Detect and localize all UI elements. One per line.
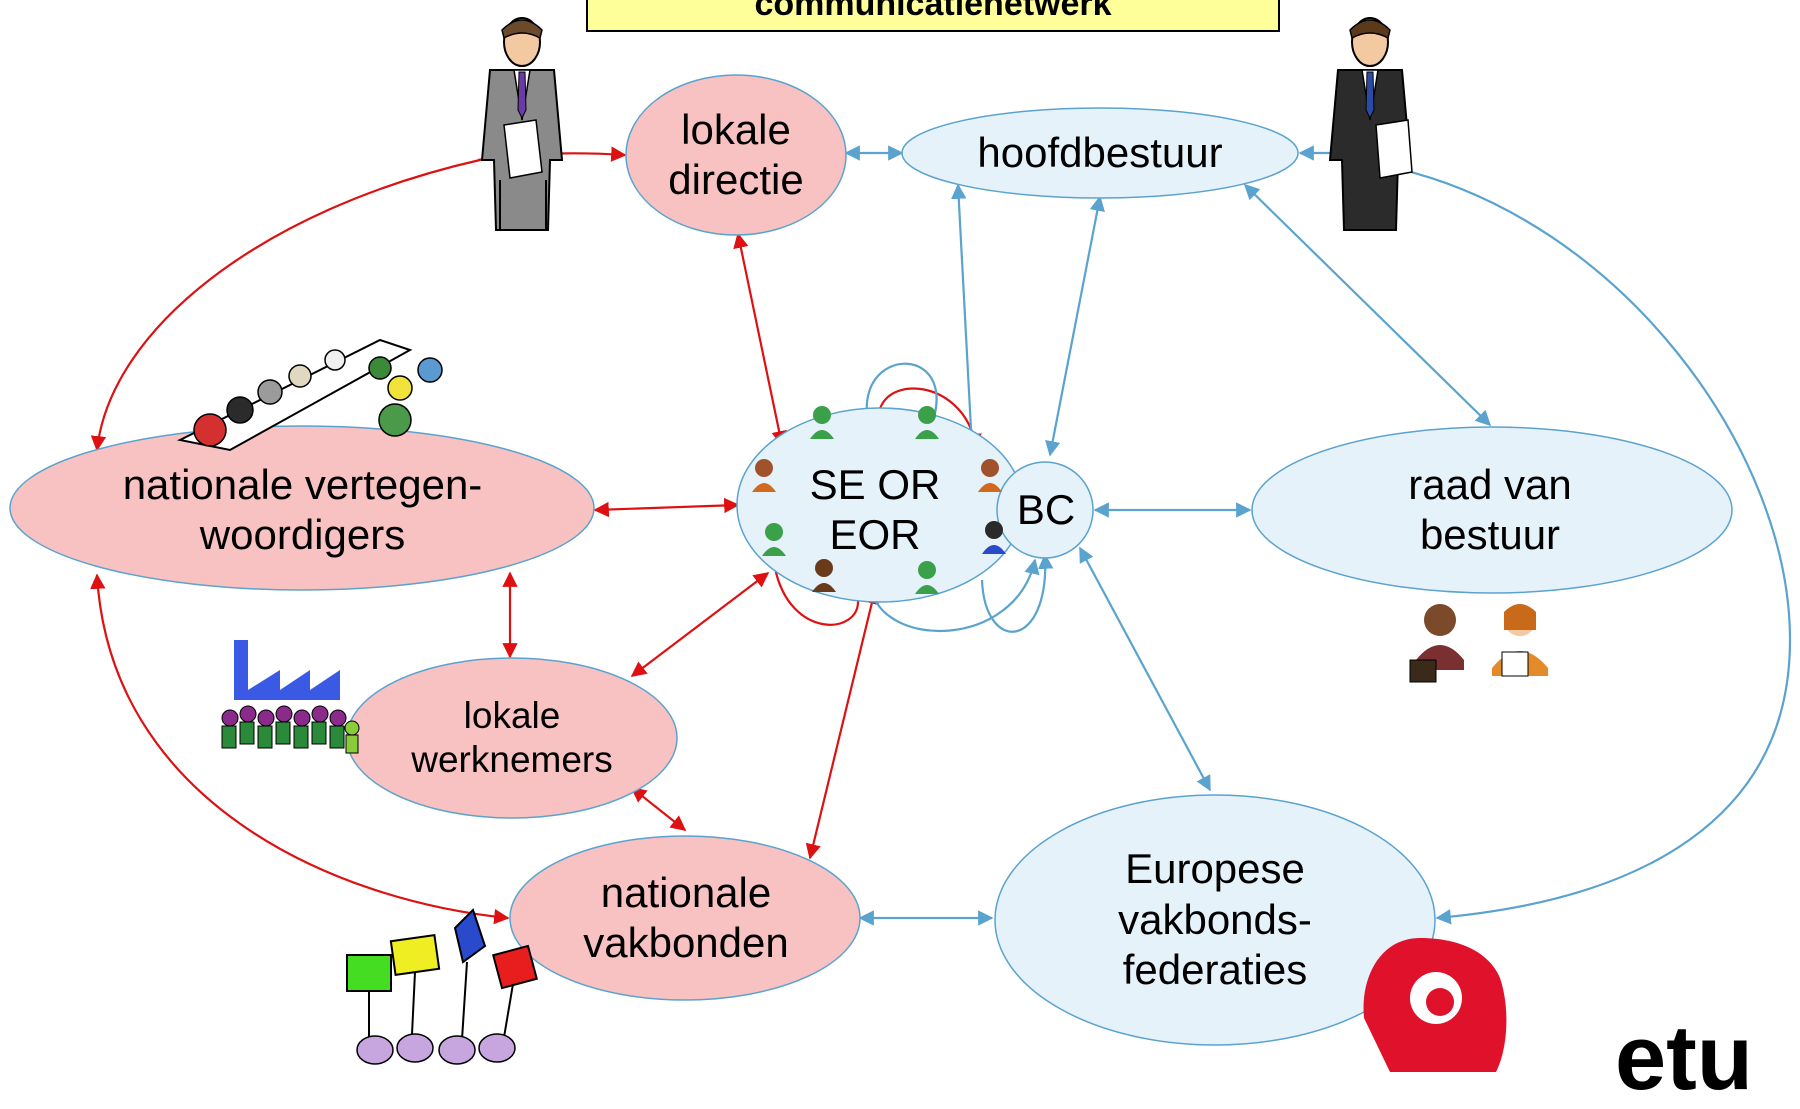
label-line: hoofdbestuur [977,128,1223,176]
arrow-vertegenwoordigers-vakbonden [90,573,510,925]
arrow-werknemers-se [630,572,770,677]
node-lokale-directie [625,74,847,236]
meeting-table-icon [176,338,443,452]
red-connectors [90,146,982,925]
label-nationale-vakbonden: nationale vakbonden [566,858,806,978]
loop-top-blue [865,362,938,441]
blue-connectors [844,145,1792,926]
label-line: EOR [829,511,921,558]
label-line: federaties [1122,946,1308,994]
label-lokale-werknemers: lokale werknemers [392,686,632,790]
diagram-title: communicatienetwerk [586,0,1280,32]
label-bc: BC [1000,480,1092,540]
label-line: nationale vertegen- [122,460,483,508]
node-raad-van-bestuur [1251,426,1733,594]
arrow-bc-europese [1079,546,1211,792]
label-se-or: SE OR EOR [790,450,960,570]
arrow-director-to-europese [1394,166,1792,925]
network-diagram [9,17,1792,1072]
loop-bottom-red [773,567,860,626]
label-line: raad van [1408,460,1572,508]
etuc-logo-text: etu [1615,1007,1753,1109]
arrow-vakbonden-se [805,588,880,860]
etuc-logo-icon [1363,938,1507,1072]
worker-icon [752,406,1006,594]
arrow-directie-se [733,232,787,447]
loop-bottom-blue-2 [980,553,1054,633]
label-lokale-directie: lokale directie [636,95,836,215]
label-line: directie [668,156,804,203]
node-europese-vakbondsfederaties [994,794,1436,1046]
nodes [9,74,1733,1046]
protest-signs-icon [346,908,539,1065]
label-line: lokale [463,694,561,736]
label-europese-vakbondsfederaties: Europese vakbonds- federaties [1075,830,1355,1010]
arrow-hoofdbestuur-raad [1243,183,1492,427]
node-bc [996,461,1094,559]
arrow-hoofdbestuur-se [951,183,979,450]
arrow-hoofdbestuur-bc [1045,195,1105,457]
arrow-vertegenwoordigers-se [593,497,740,518]
arrow-director-to-vertegenwoordigers [90,158,481,452]
businessman-right-icon [1328,17,1413,231]
node-hoofdbestuur [901,107,1299,199]
node-nationale-vakbonden [509,835,861,1001]
label-line: bestuur [1419,511,1561,558]
factory-crowd-icon [221,640,360,754]
label-line: werknemers [411,739,613,780]
arrow-werknemers-vakbonden [630,787,687,831]
loop-bottom-blue [868,558,1040,633]
label-line: BC [1016,485,1076,533]
label-line: vakbonds- [1118,895,1312,943]
label-hoofdbestuur: hoofdbestuur [920,123,1280,183]
label-line: Europese [1125,845,1305,893]
label-nationale-vertegenwoordigers: nationale vertegen- woordigers [80,450,525,570]
label-line: lokale [681,105,791,153]
label-line: vakbonden [583,919,789,966]
label-line: nationale [600,868,772,916]
board-members-icon [1409,604,1548,683]
businessman-left-icon [480,17,564,231]
label-raad-van-bestuur: raad van bestuur [1370,450,1610,570]
label-line: woordigers [199,511,406,558]
label-line: SE OR [809,460,941,508]
node-nationale-vertegenwoordigers [9,425,595,591]
